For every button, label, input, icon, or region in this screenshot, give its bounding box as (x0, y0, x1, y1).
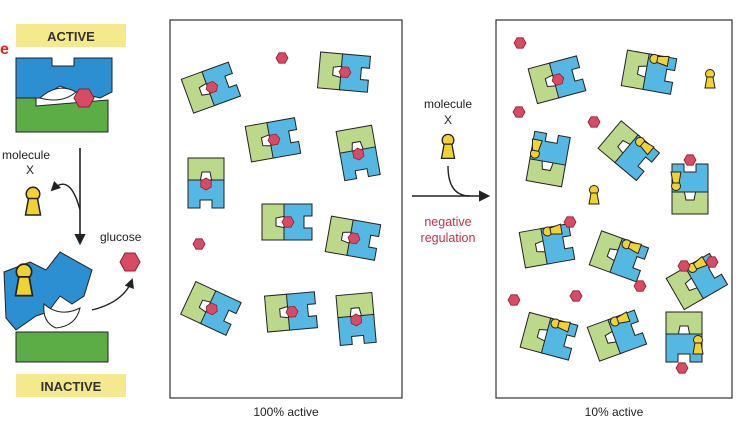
active-label: ACTIVE (47, 29, 95, 44)
glucose-hexagon-large (74, 89, 94, 107)
left-molecule-label-2: X (26, 163, 34, 177)
regulation-transition: molecule X negative regulation (412, 97, 488, 245)
molecule-entry-arrow (448, 166, 470, 196)
corner-fragment-text: e (0, 41, 9, 58)
left-schematic: ACTIVE molecule X glucose INACTIVE (2, 24, 142, 397)
middle-molecule-x-icon (442, 134, 455, 158)
active-enzyme (16, 58, 112, 132)
glucose-hexagon-released (120, 253, 140, 271)
glucose-label: glucose (100, 230, 142, 244)
panel-caption-1: 100% active (253, 405, 319, 419)
negative-regulation-label-1: negative (424, 215, 471, 229)
panel-caption-2: 10% active (585, 405, 644, 419)
molecule-x-icon (26, 187, 41, 215)
molecule-binding-arrow (52, 184, 80, 210)
left-molecule-label-1: molecule (2, 148, 50, 162)
glucose-release-arrow (92, 280, 132, 310)
middle-molecule-label-2: X (444, 113, 452, 127)
panel-low-active: 10% active (496, 20, 732, 419)
panel-full-active: 100% active (170, 20, 402, 419)
inactive-label: INACTIVE (41, 379, 102, 394)
inactive-enzyme (4, 252, 108, 362)
negative-regulation-label-2: regulation (421, 231, 476, 245)
middle-molecule-label-1: molecule (424, 97, 472, 111)
